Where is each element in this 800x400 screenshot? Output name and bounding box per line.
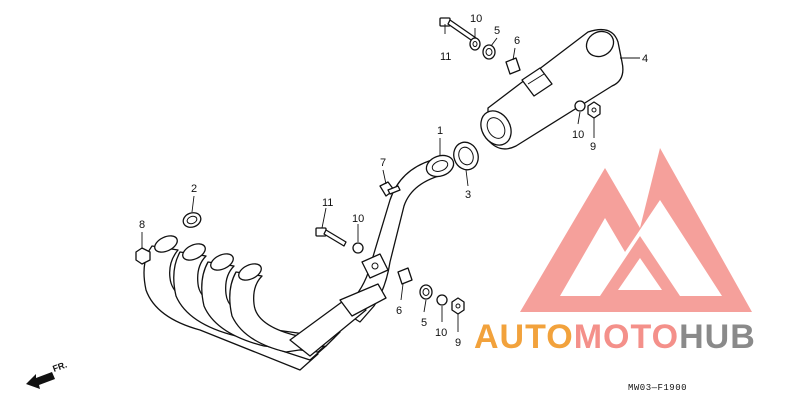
callout-4: 4 [642, 53, 648, 65]
washer-10-right [574, 100, 586, 112]
collar-5-upper [482, 44, 496, 60]
callout-10-lower: 10 [435, 327, 447, 339]
watermark-text-hub: HUB [679, 318, 756, 356]
callout-11-lower: 11 [322, 197, 333, 209]
bushing-6-upper [505, 57, 521, 75]
callout-7: 7 [380, 157, 386, 169]
washer-10-lower-left [352, 242, 364, 254]
front-direction-label: FR. [51, 360, 68, 374]
callout-6-upper: 6 [514, 35, 520, 47]
watermark-logo-inner-mark [600, 236, 680, 296]
callout-1: 1 [437, 125, 443, 137]
watermark-logo-triangle [520, 148, 752, 312]
muffler [480, 28, 624, 150]
callout-3: 3 [465, 189, 471, 201]
callout-5-lower: 5 [421, 317, 427, 329]
bolt-7 [379, 181, 401, 197]
callout-6-lower: 6 [396, 305, 402, 317]
figure-code: MW03—F1900 [628, 383, 687, 393]
gasket-2 [182, 212, 202, 228]
nut-9-right [587, 101, 601, 119]
exhaust-header [143, 235, 387, 371]
washer-10-upper [469, 37, 481, 51]
callout-11-upper: 11 [440, 51, 451, 63]
front-arrow-icon [26, 372, 55, 389]
bolt-11-lower [315, 227, 347, 247]
bushing-6-lower [397, 267, 413, 285]
callout-2: 2 [191, 183, 197, 195]
callout-10-upper: 10 [470, 13, 482, 25]
callout-5-upper: 5 [494, 25, 500, 37]
callout-8: 8 [139, 219, 145, 231]
watermark-text: AUTOMOTOHUB [474, 318, 756, 356]
leader-lines [141, 24, 640, 332]
gasket-3 [453, 141, 479, 171]
callout-9-right: 9 [590, 141, 596, 153]
front-direction-indicator: FR. [26, 360, 68, 389]
nut-8 [135, 247, 151, 265]
callout-10-right: 10 [572, 129, 584, 141]
collar-5-lower [419, 284, 433, 300]
watermark-logo [520, 148, 752, 312]
watermark-text-auto: AUTO [474, 318, 574, 356]
middle-pipe [343, 154, 455, 323]
callout-10-lower-left: 10 [352, 213, 364, 225]
watermark-text-moto: MOTO [574, 318, 679, 356]
callout-9-lower: 9 [455, 337, 461, 349]
nut-9-lower [451, 297, 465, 315]
washer-10-lower [436, 294, 448, 306]
